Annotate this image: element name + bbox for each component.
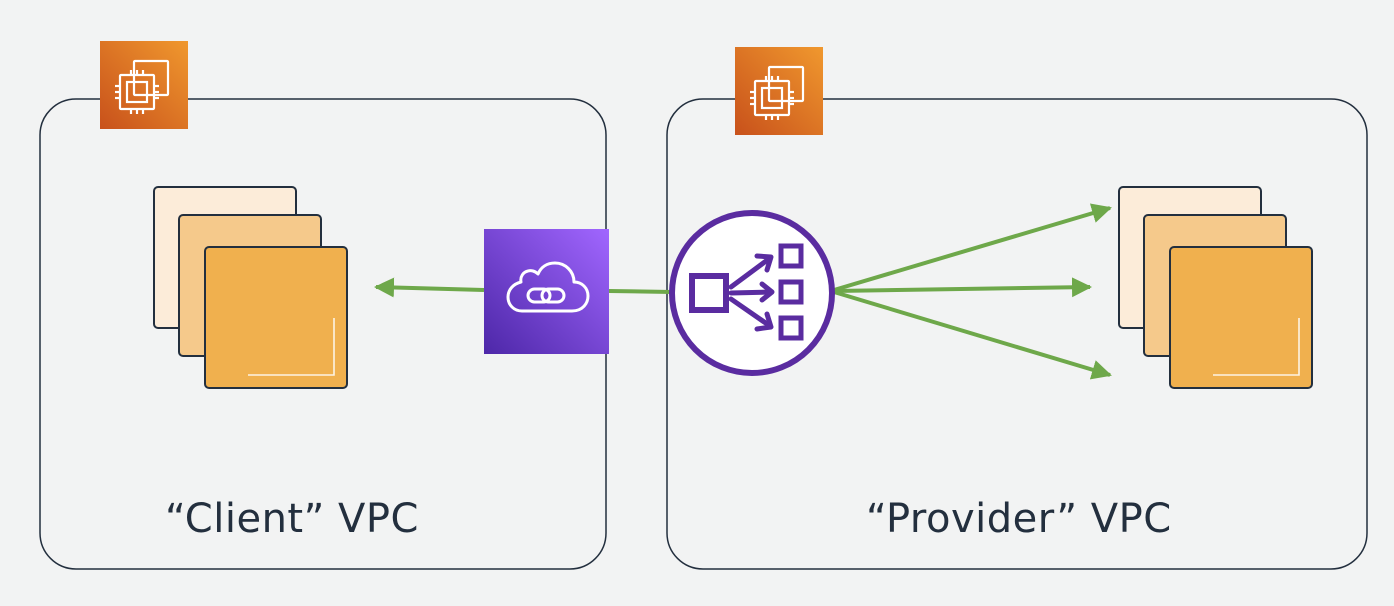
- ec2-chip-icon: [735, 47, 823, 135]
- instance-stack-icon: [153, 186, 348, 389]
- cloud-link-icon: [484, 229, 609, 354]
- arrow-to-client-instances: [374, 277, 485, 298]
- arrow-to-provider-instance-top: [833, 203, 1112, 292]
- ec2-chip-icon: [100, 41, 188, 129]
- arrow-to-provider-instance-middle: [833, 277, 1092, 298]
- instance-stack-icon: [1118, 186, 1313, 389]
- arrow-to-provider-instance-bottom: [833, 290, 1112, 380]
- provider-vpc-label: “Provider” VPC: [866, 496, 1172, 542]
- provider-vpc-box: [666, 98, 1368, 570]
- endpoint-to-load-balancer-link: [608, 289, 673, 294]
- network-load-balancer-icon: [669, 210, 835, 376]
- client-vpc-label: “Client” VPC: [165, 496, 419, 542]
